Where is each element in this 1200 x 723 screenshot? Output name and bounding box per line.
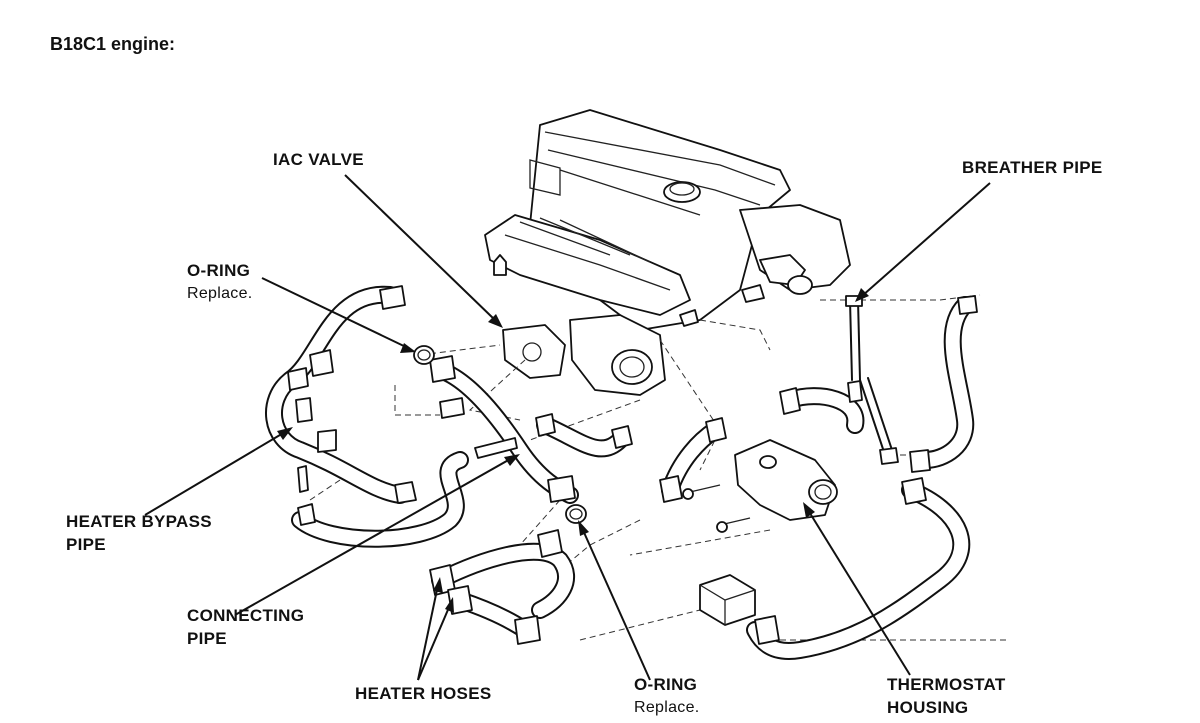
label-heater-bypass-pipe-line2: PIPE (66, 535, 106, 554)
breather-pipe (849, 299, 853, 381)
thermostat-housing-group (659, 417, 971, 660)
thermostat-housing-leader (807, 509, 911, 676)
label-breather-pipe: BREATHER PIPE (962, 158, 1103, 177)
heater-hoses-leader-2 (417, 604, 451, 681)
oil-cap (663, 181, 701, 203)
iac-valve (502, 324, 566, 379)
label-thermostat-housing: THERMOSTAT HOUSING (887, 673, 1006, 719)
heater-bypass-pipe-leader (144, 431, 286, 516)
o-rings (413, 345, 587, 524)
connecting-pipe-leader (234, 457, 513, 616)
o-ring-bottom-leader (581, 527, 651, 681)
label-heater-bypass-pipe: HEATER BYPASS PIPE (66, 510, 212, 556)
heater-hoses-leader-1 (417, 584, 439, 681)
o-ring-bottom (565, 504, 587, 524)
page-title: B18C1 engine: (50, 34, 176, 54)
label-iac-valve: IAC VALVE (273, 150, 364, 169)
label-heater-hoses: HEATER HOSES (355, 684, 492, 703)
breather-pipe-leader (861, 182, 991, 297)
label-o-ring-bottom-title: O-RING (634, 675, 698, 694)
label-o-ring-bottom-note: Replace. (634, 699, 700, 716)
heater-hoses (429, 529, 575, 645)
iac-valve-leader (344, 174, 496, 321)
o-ring-top-leader (261, 277, 409, 349)
label-heater-bypass-pipe-line1: HEATER BYPASS (66, 512, 212, 531)
label-o-ring-bottom: O-RING Replace. (634, 673, 700, 719)
label-connecting-pipe: CONNECTING PIPE (187, 604, 304, 650)
o-ring-top (413, 345, 435, 365)
engine-assembly (484, 109, 851, 396)
label-connecting-pipe-line2: PIPE (187, 629, 227, 648)
label-o-ring-top: O-RING Replace. (187, 259, 253, 305)
connecting-pipe (429, 355, 633, 504)
leader-lines (144, 174, 991, 681)
breather-pipe-group (779, 295, 978, 473)
label-o-ring-top-note: Replace. (187, 285, 253, 302)
label-thermostat-housing-line2: HOUSING (887, 698, 969, 717)
label-thermostat-housing-line1: THERMOSTAT (887, 675, 1006, 694)
heater-bypass-pipe (265, 285, 469, 548)
label-connecting-pipe-line1: CONNECTING (187, 606, 305, 625)
connecting-pipe-tube (474, 437, 518, 459)
label-o-ring-top-title: O-RING (187, 261, 251, 280)
